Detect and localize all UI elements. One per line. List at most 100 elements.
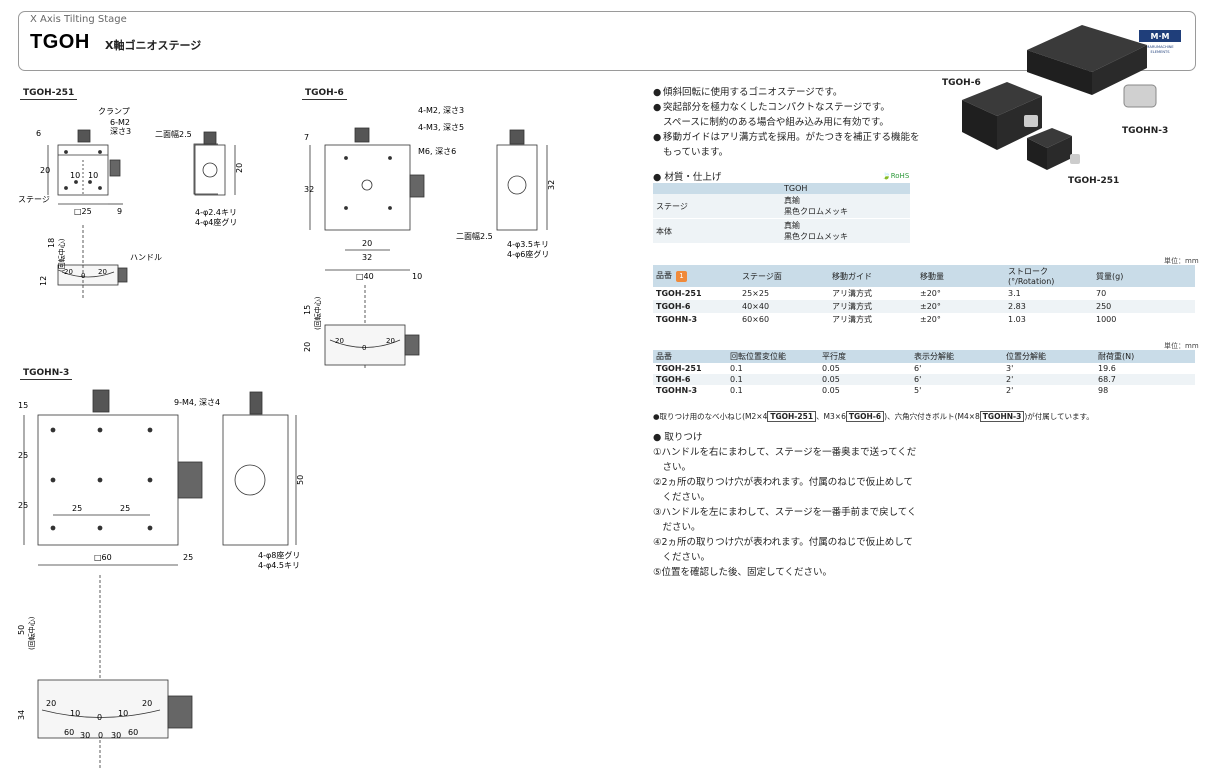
dim-15: 15 — [18, 401, 28, 410]
scale-30a: 30 — [80, 731, 90, 740]
dim-32-side: 32 — [547, 180, 556, 190]
install-line: ④2ヵ所の取りつけ穴が表われます。付属のねじで仮止めして — [653, 537, 913, 548]
scale-20b: 20 — [98, 268, 107, 276]
unit-label-1: 単位：mm — [1164, 257, 1199, 265]
scale-10b: 10 — [118, 709, 128, 718]
scale-20a: 20 — [46, 699, 56, 708]
dim-40: □40 — [356, 272, 374, 281]
install-line: ⑤位置を確認した後、固定してください。 — [653, 567, 832, 578]
dim-20-side: 20 — [235, 163, 244, 173]
drawing-tgoh-251: クランプ 6-M2 深さ3 ステージ 6 20 10 10 □25 9 18 (… — [18, 107, 218, 300]
dim-50: 50 — [296, 475, 305, 485]
dim-25c: 25 — [72, 504, 82, 513]
scale-30b: 30 — [111, 731, 121, 740]
dim-25a: 25 — [18, 451, 28, 460]
scale-60b: 60 — [128, 728, 138, 737]
drawing-tgohn-3: 9-M4, 深さ4 15 25 25 25 25 □60 25 50 4-φ8座… — [18, 389, 305, 770]
label-rot: (回転中心) — [313, 296, 322, 330]
svg-text:ELEMENTS: ELEMENTS — [1150, 50, 1170, 54]
scale-20a: 20 — [64, 268, 73, 276]
label-kiri: 4-φ4.5キリ — [258, 561, 300, 570]
dim-9: 9 — [117, 207, 122, 216]
model-title: TGOH — [30, 31, 90, 53]
dim-20: 20 — [362, 239, 372, 248]
installation-steps: ● 取りつけ ①ハンドルを右にまわして、ステージを一番奥まで送ってくだ さい。 … — [653, 430, 943, 580]
install-line: ①ハンドルを右にまわして、ステージを一番奥まで送ってくだ — [653, 447, 917, 458]
label-clamp: クランプ — [98, 107, 130, 116]
scale-20a: 20 — [335, 337, 344, 345]
feature-item: ●移動ガイドはアリ溝方式を採用。がたつきを補正する機能を — [653, 132, 920, 143]
dim-12: 12 — [39, 276, 48, 286]
label-rot: (回転中心) — [27, 616, 36, 650]
label-m2: 4-M2, 深さ3 — [418, 106, 464, 115]
dim-32b: 32 — [362, 253, 372, 262]
spec-table-2: 品番 回転位置変位能 平行度 表示分解能 位置分解能 耐荷重(N) TGOH-2… — [653, 350, 1195, 396]
feature-list: ●傾斜回転に使用するゴニオステージです。 ●突起部分を極力なくしたコンパクトなス… — [653, 85, 933, 160]
dim-25e: 25 — [183, 553, 193, 562]
label-rot: (回転中心) — [57, 238, 66, 272]
scale-0: 0 — [81, 272, 85, 280]
subtitle: X Axis Tilting Stage — [30, 14, 127, 25]
feature-item: スペースに制約のある場合や組み込み用に有効です。 — [663, 117, 889, 128]
drawing-tgoh-251-side: 二面幅2.5 20 4-φ2.4キリ 4-φ4座グリ — [155, 129, 244, 227]
label-handle: ハンドル — [130, 253, 162, 262]
section-tag-tgoh-251: TGOH-251 — [20, 87, 78, 100]
title-jp: X軸ゴニオステージ — [105, 39, 202, 52]
product-photo — [962, 25, 1157, 170]
dim-10: 10 — [412, 272, 422, 281]
label-zagu: 4-φ8座グリ — [258, 550, 300, 560]
label-m4: 9-M4, 深さ4 — [174, 398, 220, 407]
label-nimen: 二面幅2.5 — [155, 129, 192, 139]
dim-15: 15 — [303, 305, 312, 315]
label-zagu: 4-φ4座グリ — [195, 217, 237, 227]
section-tag-tgoh-6: TGOH-6 — [302, 87, 347, 100]
dim-60: □60 — [94, 553, 112, 562]
dim-25b: 25 — [18, 501, 28, 510]
dim-25d: 25 — [120, 504, 130, 513]
label-m2: 6-M2 — [110, 118, 130, 127]
scale-10a: 10 — [70, 709, 80, 718]
label-m6: M6, 深さ6 — [418, 147, 456, 156]
svg-text:M·M: M·M — [1151, 32, 1170, 41]
drawing-tgoh-6: 4-M2, 深さ3 4-M3, 深さ5 M6, 深さ6 7 32 20 32 □… — [303, 106, 464, 370]
install-line: ください。 — [653, 552, 711, 563]
dim-20v: 20 — [303, 342, 312, 352]
dim-34: 34 — [18, 710, 26, 720]
label-kiri: 4-φ3.5キリ — [507, 240, 549, 249]
material-heading: ● 材質・仕上げ — [653, 172, 722, 183]
dim-25: □25 — [74, 207, 92, 216]
feature-item: ●傾斜回転に使用するゴニオステージです。 — [653, 87, 843, 98]
section-tag-tgohn-3: TGOHN-3 — [20, 367, 73, 380]
unit-label-2: 単位：mm — [1164, 342, 1199, 350]
dim-10a: 10 — [70, 171, 80, 180]
dim-20: 20 — [40, 166, 50, 175]
feature-item: もっています。 — [663, 147, 729, 158]
install-heading: ● 取りつけ — [653, 432, 703, 443]
install-line: ださい。 — [653, 522, 701, 533]
dim-10b: 10 — [88, 171, 98, 180]
svg-text:MARUMACHINE: MARUMACHINE — [1146, 45, 1174, 49]
brand-logo: M·M MARUMACHINE ELEMENTS — [1139, 30, 1181, 54]
photo-label-tgohn-3: TGOHN-3 — [1122, 126, 1169, 136]
scale-20b: 20 — [386, 337, 395, 345]
label-nimen: 二面幅2.5 — [456, 231, 493, 241]
dim-50v: 50 — [18, 625, 26, 635]
material-table: TGOH ステージ真鍮黒色クロムメッキ 本体真鍮黒色クロムメッキ — [653, 183, 910, 244]
photo-label-tgoh-6: TGOH-6 — [942, 78, 981, 88]
install-line: ②2ヵ所の取りつけ穴が表われます。付属のねじで仮止めして — [653, 477, 913, 488]
label-stage: ステージ — [18, 195, 50, 204]
install-line: ③ハンドルを左にまわして、ステージを一番手前まで戻してく — [653, 507, 917, 518]
title-header: X Axis Tilting Stage TGOH X軸ゴニオステージ M·M … — [18, 11, 1196, 71]
label-m3: 4-M3, 深さ5 — [418, 123, 464, 132]
scale-60a: 60 — [64, 728, 74, 737]
dim-32: 32 — [304, 185, 314, 194]
label-depth: 深さ3 — [110, 127, 131, 136]
